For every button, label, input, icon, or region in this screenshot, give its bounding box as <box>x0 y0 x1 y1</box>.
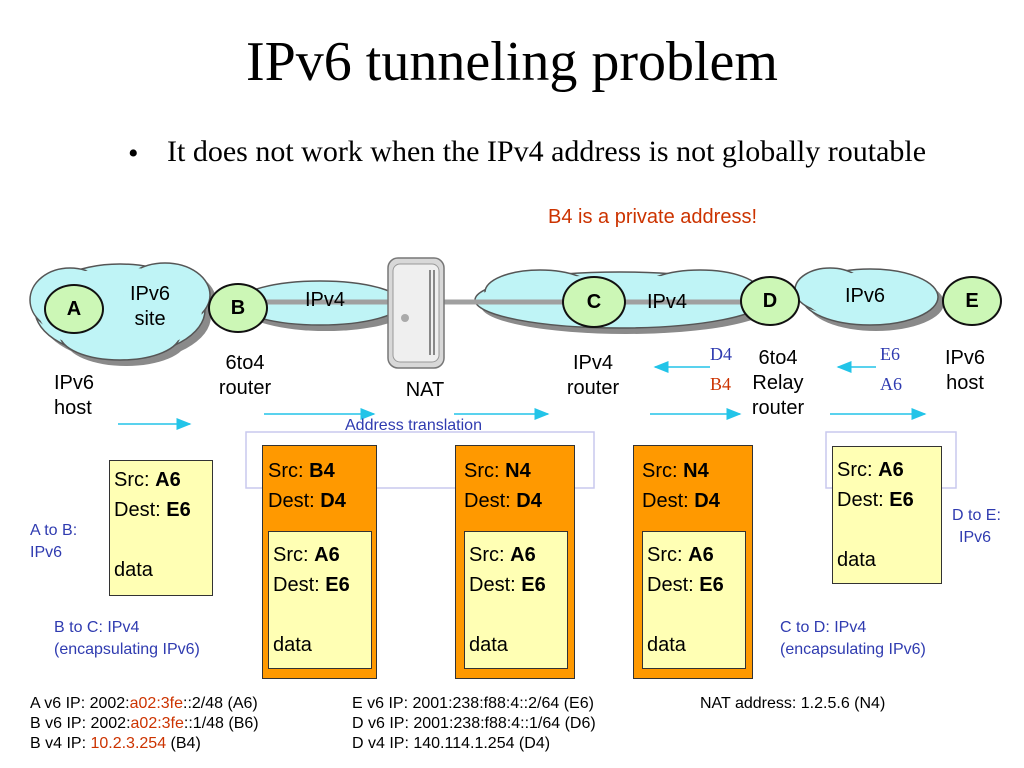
address-e-v6: E v6 IP: 2001:238:f88:4::2/64 (E6) <box>352 695 594 712</box>
label-6to4-router: 6to4 router <box>218 352 272 399</box>
packet-data: data <box>273 634 312 656</box>
node-c: C <box>562 276 626 328</box>
label-ipv6-host-left: IPv6 host <box>54 372 95 419</box>
packet-outer-dest-line: Dest: D4 <box>642 490 720 512</box>
packet-src-line: Src: A6 <box>647 544 714 566</box>
packet-outer-src-line: Src: N4 <box>642 460 709 482</box>
packet-src-line: Src: A6 <box>837 459 904 481</box>
packet-inner: Src: A6 Dest: E6 data <box>464 531 568 669</box>
label-a6: A6 <box>880 374 902 394</box>
node-a: A <box>44 284 104 334</box>
address-b-v6: B v6 IP: 2002:a02:3fe::1/48 (B6) <box>30 715 259 732</box>
label-6to4-relay-router: 6to4 Relay router <box>751 347 805 419</box>
label-address-translation: Address translation <box>345 417 482 434</box>
hop-label-a-to-b: A to B: IPv6 <box>30 522 78 561</box>
packet-data: data <box>114 559 153 581</box>
packet-b-to-nat: Src: B4 Dest: D4 Src: A6 Dest: E6 data <box>262 445 377 679</box>
packet-dest-line: Dest: E6 <box>469 574 546 596</box>
private-address-note: B4 is a private address! <box>548 206 757 228</box>
label-e6: E6 <box>880 344 900 364</box>
packet-data: data <box>837 549 876 571</box>
page-title: IPv6 tunneling problem <box>246 31 778 93</box>
cloud-label-ipv4-mid: IPv4 <box>304 289 346 311</box>
address-d-v6: D v6 IP: 2001:238:f88:4::1/64 (D6) <box>352 715 596 732</box>
packet-inner: Src: A6 Dest: E6 data <box>268 531 372 669</box>
packet-c-to-d: Src: N4 Dest: D4 Src: A6 Dest: E6 data <box>633 445 753 679</box>
packet-outer-dest-line: Dest: D4 <box>464 490 542 512</box>
hop-label-c-to-d: C to D: IPv4 (encapsulating IPv6) <box>780 619 926 658</box>
address-b-v4: B v4 IP: 10.2.3.254 (B4) <box>30 735 201 752</box>
packet-data: data <box>647 634 686 656</box>
nat-server-icon <box>387 257 445 369</box>
node-d: D <box>740 276 800 326</box>
label-nat: NAT <box>405 379 445 401</box>
bullet-text: It does not work when the IPv4 address i… <box>167 135 927 168</box>
packet-inner: Src: A6 Dest: E6 data <box>642 531 746 669</box>
address-list-middle: E v6 IP: 2001:238:f88:4::2/64 (E6) D v6 … <box>352 694 596 754</box>
packet-dest-line: Dest: E6 <box>647 574 724 596</box>
label-b4: B4 <box>710 374 732 394</box>
cloud-label-ipv4-right: IPv4 <box>646 291 688 313</box>
packet-src-line: Src: A6 <box>114 469 181 491</box>
node-e: E <box>942 276 1002 326</box>
packet-outer-dest-line: Dest: D4 <box>268 490 346 512</box>
hop-label-b-to-c: B to C: IPv4 (encapsulating IPv6) <box>54 619 200 658</box>
packet-data: data <box>469 634 508 656</box>
bullet-marker: • <box>128 137 139 170</box>
node-b: B <box>208 283 268 333</box>
address-list-left: A v6 IP: 2002:a02:3fe::2/48 (A6) B v6 IP… <box>30 694 259 754</box>
label-d4: D4 <box>710 344 732 364</box>
address-a-v6: A v6 IP: 2002:a02:3fe::2/48 (A6) <box>30 695 258 712</box>
packet-d-to-e: Src: A6 Dest: E6 data <box>832 446 942 584</box>
address-d-v4: D v4 IP: 140.114.1.254 (D4) <box>352 735 551 752</box>
packet-dest-line: Dest: E6 <box>837 489 914 511</box>
hop-label-d-to-e: D to E: IPv6 <box>952 507 1001 546</box>
cloud-label-ipv6-site: IPv6 site <box>129 283 171 330</box>
address-translation-outline <box>245 431 595 489</box>
packet-dest-line: Dest: E6 <box>273 574 350 596</box>
packet-nat-to-c: Src: N4 Dest: D4 Src: A6 Dest: E6 data <box>455 445 575 679</box>
packet-a-to-b: Src: A6 Dest: E6 data <box>109 460 213 596</box>
label-ipv4-router: IPv4 router <box>566 352 620 399</box>
label-ipv6-host-right: IPv6 host <box>944 347 986 394</box>
cloud-label-ipv6-right: IPv6 <box>844 285 886 307</box>
packet-dest-line: Dest: E6 <box>114 499 191 521</box>
packet-outer-src-line: Src: N4 <box>464 460 531 482</box>
address-nat: NAT address: 1.2.5.6 (N4) <box>700 695 886 712</box>
packet-outer-src-line: Src: B4 <box>268 460 335 482</box>
packet-src-line: Src: A6 <box>469 544 536 566</box>
packet-src-line: Src: A6 <box>273 544 340 566</box>
